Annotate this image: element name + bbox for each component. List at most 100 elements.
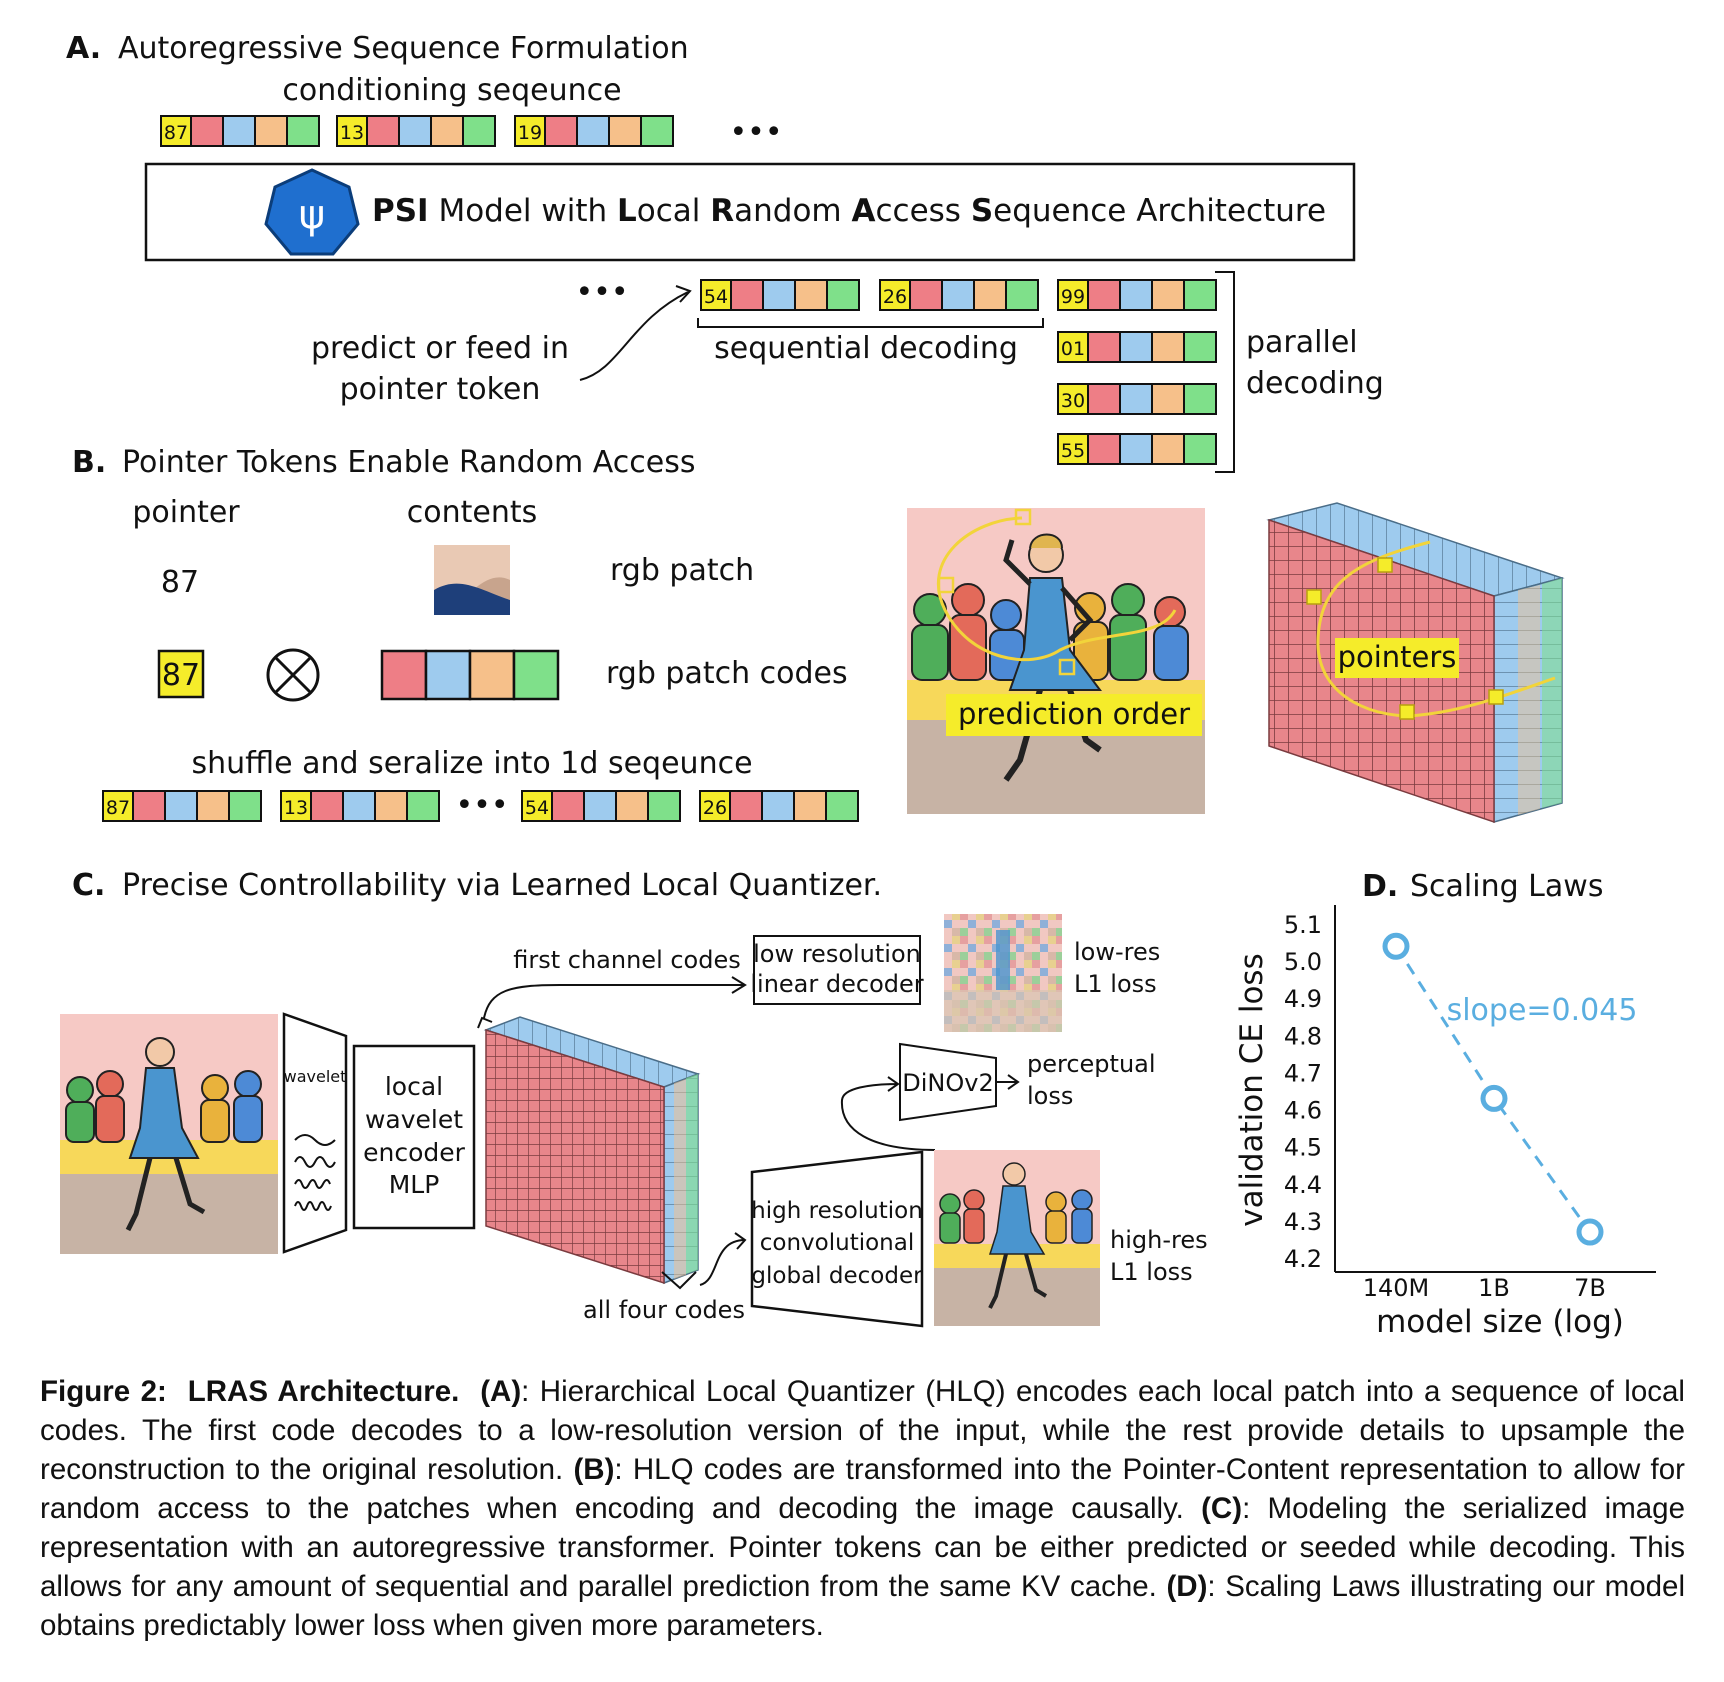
panel-a-letter: A. <box>66 31 101 66</box>
pointer-value: 13 <box>284 797 308 819</box>
pointer-value-plain: 87 <box>161 565 199 600</box>
panel-c-letter: C. <box>72 868 105 903</box>
y-tick-label: 5.0 <box>1284 948 1322 976</box>
panel-d-title: Scaling Laws <box>1410 869 1603 904</box>
rgb-patch-codes <box>380 649 560 701</box>
panel-b-letter: B. <box>72 445 106 480</box>
conditioning-label: conditioning seqeunce <box>282 73 621 108</box>
sequential-bracket <box>697 318 1044 328</box>
parallel-label-line2: decoding <box>1246 366 1384 401</box>
serialized-ellipsis: ••• <box>455 788 508 823</box>
prediction-order-path <box>937 516 1177 662</box>
parallel-bracket <box>1215 271 1235 473</box>
caption-c-label: (C) <box>1201 1492 1243 1525</box>
rgb-patch-image <box>434 545 510 615</box>
dinov2-in-arrow <box>840 1076 936 1151</box>
psi-model-title: PSI Model with Local Random Access Seque… <box>372 193 1326 229</box>
low-res-decoder-line2: linear decoder <box>750 970 923 998</box>
encoder-label-4: MLP <box>389 1170 440 1199</box>
parallel-label-line1: parallel <box>1246 325 1358 360</box>
figure-caption: Figure 2: LRAS Architecture. (A): Hierar… <box>40 1372 1685 1645</box>
pointer-value: 26 <box>883 286 907 308</box>
high-res-output-image <box>934 1150 1100 1326</box>
pointer-value: 01 <box>1061 338 1085 360</box>
data-point <box>1576 1218 1604 1246</box>
caption-d-label: (D) <box>1166 1570 1208 1603</box>
data-point <box>1480 1084 1508 1112</box>
pointer-value: 87 <box>164 122 188 144</box>
x-axis-label: model size (log) <box>1376 1304 1624 1340</box>
serialized-token-3: 54 <box>521 790 681 822</box>
panel-c-title: Precise Controllability via Learned Loca… <box>122 868 882 903</box>
rgb-patch-codes-label: rgb patch codes <box>606 656 848 691</box>
pointer-header: pointer <box>132 495 240 530</box>
caption-b-label: (B) <box>573 1453 615 1486</box>
x-tick-label: 7B <box>1574 1274 1606 1302</box>
pointer-value: 13 <box>340 122 364 144</box>
panel-a-title: Autoregressive Sequence Formulation <box>118 31 689 66</box>
y-tick-label: 5.1 <box>1284 911 1322 939</box>
conditioning-ellipsis: ••• <box>729 115 782 150</box>
serialized-token-4: 26 <box>699 790 859 822</box>
code-cube <box>483 1016 701 1285</box>
high-res-decoder-line3: global decoder <box>751 1263 923 1289</box>
sequential-token-2: 26 <box>879 279 1039 311</box>
data-point <box>1382 932 1410 960</box>
low-res-loss-line2: L1 loss <box>1074 970 1157 998</box>
pointer-value: 99 <box>1061 286 1085 308</box>
dinov2-label: DiNOv2 <box>902 1069 993 1097</box>
caption-d-text: : Scaling Laws illustrating our model ob… <box>40 1570 1685 1642</box>
dancer-illustration: prediction order <box>907 508 1205 814</box>
parallel-token-1: 99 <box>1057 279 1217 311</box>
first-channel-bracket <box>477 1016 493 1029</box>
serialized-token-1: 87 <box>102 790 262 822</box>
psi-symbol: ψ <box>299 192 325 238</box>
wavelet-block <box>282 1012 348 1254</box>
y-tick-label: 4.4 <box>1284 1171 1322 1199</box>
y-tick-label: 4.8 <box>1284 1022 1322 1050</box>
pointer-cube: pointers <box>1266 502 1565 824</box>
shuffle-label: shuffle and seralize into 1d seqeunce <box>191 746 752 781</box>
pointer-value: 87 <box>162 658 200 693</box>
predict-arrow <box>579 291 689 381</box>
pointer-value: 26 <box>703 797 727 819</box>
sequential-token-1: 54 <box>700 279 860 311</box>
prediction-order-label: prediction order <box>958 697 1190 731</box>
high-res-decoder-line2: convolutional <box>760 1230 915 1256</box>
y-tick-label: 4.5 <box>1284 1134 1322 1162</box>
pointer-value: 19 <box>518 122 542 144</box>
dinov2-out-arrow <box>996 1074 1020 1090</box>
encoder-box <box>352 1044 476 1230</box>
parallel-token-2: 01 <box>1057 331 1217 363</box>
slope-annotation: slope=0.045 <box>1447 993 1638 1028</box>
low-res-decoder-box <box>753 935 921 1005</box>
pointer-value: 30 <box>1061 390 1085 412</box>
caption-c-text: : Modeling the serialized image represen… <box>40 1492 1685 1603</box>
conditioning-token-1: 87 <box>160 115 320 147</box>
all-four-label: all four codes <box>583 1296 745 1324</box>
all-four-arrow <box>699 1232 747 1286</box>
first-channel-label: first channel codes <box>513 946 741 974</box>
caption-b-text: : HLQ codes are transformed into the Poi… <box>40 1453 1685 1525</box>
decode-ellipsis: ••• <box>575 275 628 310</box>
perceptual-loss-line2: loss <box>1027 1082 1073 1110</box>
panel-b-title: Pointer Tokens Enable Random Access <box>122 445 696 480</box>
first-channel-arrow <box>483 984 744 1019</box>
rgb-patch-label: rgb patch <box>610 553 754 588</box>
dancer <box>1003 533 1102 782</box>
y-tick-label: 4.9 <box>1284 985 1322 1013</box>
wavelet-label: wavelet <box>284 1067 347 1086</box>
predict-label-line1: predict or feed in <box>311 331 569 366</box>
caption-heading: LRAS Architecture. <box>187 1375 460 1408</box>
perceptual-loss-line1: perceptual <box>1027 1050 1156 1078</box>
first-channel-arrowhead <box>731 976 747 994</box>
low-res-loss-line1: low-res <box>1074 938 1160 966</box>
conditioning-token-2: 13 <box>336 115 496 147</box>
encoder-label-2: wavelet <box>365 1105 463 1134</box>
sequential-label: sequential decoding <box>714 331 1018 366</box>
caption-a-text: : Hierarchical Local Quantizer (HLQ) enc… <box>40 1375 1685 1486</box>
pointers-label: pointers <box>1338 640 1457 674</box>
y-axis-label: validation CE loss <box>1234 953 1270 1226</box>
predict-arrowhead <box>675 285 692 303</box>
